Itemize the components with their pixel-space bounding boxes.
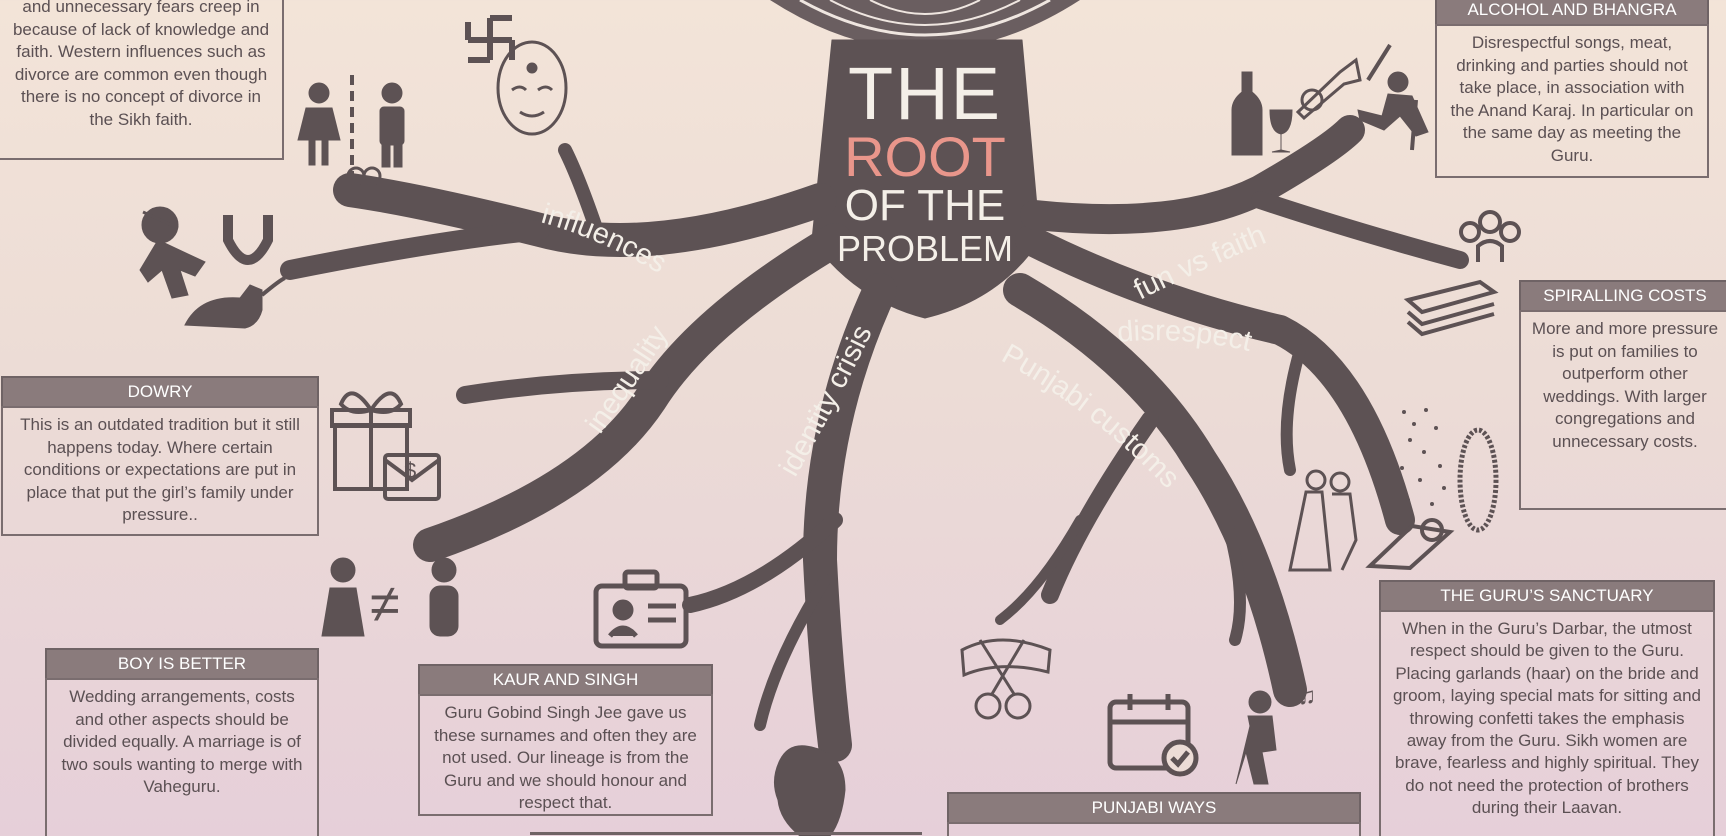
svg-text:$: $ bbox=[404, 458, 416, 483]
mask-face-icon bbox=[496, 40, 568, 136]
bottle-glass-icon bbox=[1231, 71, 1293, 156]
box-alcohol-bhangra-title: ALCOHOL AND BHANGRA bbox=[1435, 0, 1709, 24]
box-dowry-text: This is an outdated tradition but it sti… bbox=[1, 406, 319, 536]
box-kaur-and-singh-text: Guru Gobind Singh Jee gave us these surn… bbox=[418, 694, 713, 816]
scissors-ribbon-icon bbox=[960, 638, 1052, 720]
divider-line bbox=[530, 832, 922, 835]
box-gurus-sanctuary-title: THE GURU’S SANCTUARY bbox=[1379, 580, 1715, 610]
svg-text:≠: ≠ bbox=[370, 574, 400, 634]
box-punjabi-ways: PUNJABI WAYS bbox=[947, 792, 1361, 836]
voodoo-doll-icon bbox=[139, 206, 206, 299]
svg-text:♫: ♫ bbox=[1298, 683, 1316, 710]
gift-icon bbox=[330, 391, 412, 491]
calendar-icon bbox=[1107, 694, 1199, 777]
garland-icon bbox=[1457, 427, 1499, 533]
box-spiralling-costs-text: More and more pressure is put on familie… bbox=[1519, 310, 1726, 510]
box-boy-is-better-text: Wedding arrangements, costs and other as… bbox=[45, 678, 319, 836]
confetti-icon bbox=[1400, 408, 1446, 506]
box-dowry: DOWRY This is an outdated tradition but … bbox=[1, 376, 319, 536]
prayer-mat-icon bbox=[1365, 518, 1455, 571]
box-alcohol-bhangra-text: Disrespectful songs, meat, drinking and … bbox=[1435, 24, 1709, 178]
crowd-icon bbox=[1459, 210, 1521, 262]
box-alcohol-bhangra: ALCOHOL AND BHANGRA Disrespectful songs,… bbox=[1435, 0, 1709, 178]
money-stack-icon bbox=[1403, 279, 1499, 337]
box-western-influences-text: and unnecessary fears creep in because o… bbox=[0, 0, 284, 160]
title-problem: PROBLEM bbox=[836, 228, 1014, 269]
box-boy-is-better: BOY IS BETTER Wedding arrangements, cost… bbox=[45, 648, 319, 836]
money-envelope-icon: $ bbox=[383, 453, 441, 501]
box-punjabi-ways-title: PUNJABI WAYS bbox=[947, 792, 1361, 822]
box-kaur-and-singh-title: KAUR AND SINGH bbox=[418, 664, 713, 694]
title-of-the: OF THE bbox=[844, 181, 1006, 230]
box-gurus-sanctuary-text: When in the Guru’s Darbar, the utmost re… bbox=[1379, 610, 1715, 836]
box-gurus-sanctuary: THE GURU’S SANCTUARY When in the Guru’s … bbox=[1379, 580, 1715, 836]
box-dowry-title: DOWRY bbox=[1, 376, 319, 406]
id-card-icon bbox=[593, 569, 689, 649]
horseshoe-icon bbox=[223, 215, 273, 265]
page-title: THE ROOT OF THE PROBLEM bbox=[800, 52, 1050, 270]
title-the: THE bbox=[848, 52, 1002, 135]
black-cat-icon bbox=[184, 276, 286, 329]
lion-icon bbox=[774, 745, 846, 836]
trumpet-icon bbox=[1295, 57, 1362, 121]
box-spiralling-costs: SPIRALLING COSTS More and more pressure … bbox=[1519, 280, 1726, 510]
box-kaur-and-singh: KAUR AND SINGH Guru Gobind Singh Jee gav… bbox=[418, 664, 713, 816]
box-spiralling-costs-title: SPIRALLING COSTS bbox=[1519, 280, 1726, 310]
swastika-icon bbox=[465, 15, 515, 63]
bhangra-dancer-icon bbox=[1357, 43, 1429, 151]
divorce-couple-icon bbox=[297, 75, 405, 186]
gender-inequality-icon: ≠ bbox=[321, 557, 459, 637]
singer-icon: ♫ bbox=[1235, 683, 1316, 785]
mandala-icon bbox=[770, 0, 1080, 50]
tree-roots bbox=[280, 39, 1469, 762]
box-punjabi-ways-text bbox=[947, 822, 1361, 836]
box-western-influences: and unnecessary fears creep in because o… bbox=[0, 0, 284, 160]
wedding-couple-icon bbox=[1288, 469, 1358, 572]
title-root: ROOT bbox=[844, 125, 1006, 188]
box-boy-is-better-title: BOY IS BETTER bbox=[45, 648, 319, 678]
